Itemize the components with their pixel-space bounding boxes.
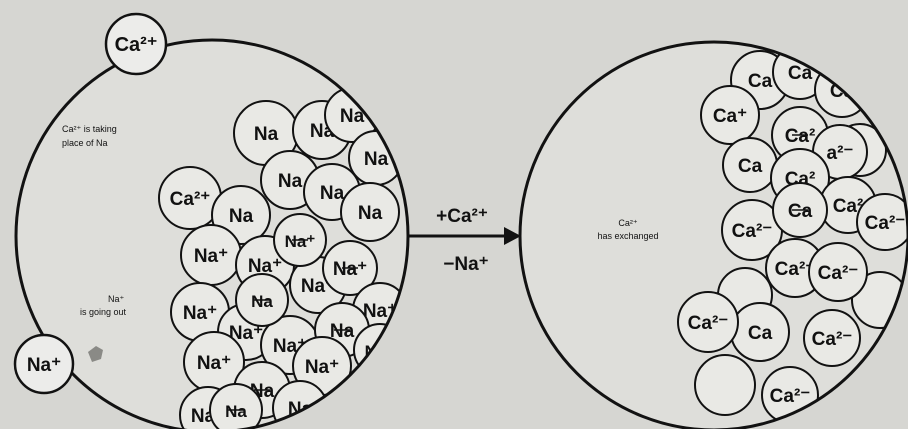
annotation-exchanged-line-2: has exchanged bbox=[597, 231, 658, 241]
left-ion-label: Ca²⁺ bbox=[170, 189, 211, 210]
right-filler-sphere bbox=[695, 355, 755, 415]
left-ion-label: Na⁺ bbox=[183, 303, 217, 324]
left-ion-label: Na⁺ bbox=[194, 246, 228, 267]
arrow-label-remove-sodium: −Na⁺ bbox=[443, 254, 488, 275]
left-ion-label: Na bbox=[225, 402, 247, 421]
outgoing-sodium-label: Na⁺ bbox=[27, 355, 61, 376]
right-ion-label: Ca²⁻ bbox=[688, 313, 729, 334]
left-ion: Na bbox=[349, 131, 403, 185]
left-ion: Na⁺ bbox=[181, 225, 241, 285]
left-ion-label: Na⁺ bbox=[197, 353, 231, 374]
annotation-taking-line-2: place of Na bbox=[62, 138, 108, 148]
arrow-label-add-calcium: +Ca²⁺ bbox=[436, 206, 488, 227]
left-ion: Na bbox=[210, 384, 262, 429]
left-ion-label: Na bbox=[320, 183, 345, 204]
left-ion-label: Na⁺ bbox=[333, 259, 367, 280]
annotation-going-out-line-1: Na⁺ bbox=[108, 294, 125, 304]
right-ion: Ca bbox=[723, 138, 777, 192]
left-ion-sphere bbox=[354, 324, 406, 376]
right-ion-label: Ca bbox=[788, 201, 813, 222]
left-ion: Na bbox=[236, 274, 288, 326]
left-ion: Na bbox=[273, 381, 327, 429]
right-ion: Ca²⁻ bbox=[678, 292, 738, 352]
left-ion: Na⁺ bbox=[346, 366, 398, 418]
left-ion-label: Na bbox=[278, 171, 303, 192]
right-ion-label: a²⁻ bbox=[827, 143, 854, 164]
right-ion-label: Ca bbox=[748, 323, 773, 344]
right-ion: Ca²⁻ bbox=[857, 194, 908, 250]
right-ion-label: Ca²⁻ bbox=[732, 221, 773, 242]
right-filler-sphere bbox=[853, 358, 907, 412]
right-ion-label: Ca²⁻ bbox=[818, 263, 859, 284]
left-ion: Na⁺ bbox=[354, 324, 406, 376]
left-ion: Na bbox=[341, 183, 399, 241]
right-ion-label: Ca⁺ bbox=[713, 106, 747, 127]
incoming-calcium-ion: Ca²⁺ bbox=[106, 14, 166, 74]
right-ion: Ca²⁻ bbox=[809, 243, 867, 301]
right-ion-label: Ca bbox=[748, 71, 773, 92]
right-ion-label: Ca²⁻ bbox=[865, 213, 906, 234]
left-ion-label: Na bbox=[358, 203, 383, 224]
left-ion-label: Na bbox=[254, 124, 279, 145]
left-ion: Na⁺ bbox=[274, 214, 326, 266]
right-ion: Ca²⁻ bbox=[804, 310, 860, 366]
annotation-exchanged-line-1: Ca²⁺ bbox=[618, 218, 638, 228]
right-ion: Ca bbox=[731, 303, 789, 361]
left-ion-label: Na⁺ bbox=[305, 357, 339, 378]
right-ion-label: Ca²⁻ bbox=[770, 386, 811, 407]
left-ion-label: Na⁺ bbox=[357, 384, 388, 403]
right-ion-label: Ca² bbox=[785, 126, 816, 147]
annotation-taking-line-1: Ca²⁺ is taking bbox=[62, 124, 117, 134]
left-ion-label: Na bbox=[364, 149, 389, 170]
left-ion-label: Na bbox=[229, 206, 254, 227]
incoming-calcium-label: Ca²⁺ bbox=[115, 34, 158, 56]
right-ion: Ca bbox=[773, 183, 827, 237]
annotation-going-out-line-2: is going out bbox=[80, 307, 127, 317]
right-ion-label: Ca²⁻ bbox=[812, 329, 853, 350]
left-ion-sphere bbox=[346, 366, 398, 418]
exchange-arrow: +Ca²⁺ −Na⁺ bbox=[408, 206, 521, 275]
left-ion-label: Na bbox=[251, 292, 273, 311]
right-ion-label: Ca bbox=[738, 156, 763, 177]
left-ion-label: Na⁺ bbox=[285, 232, 316, 251]
outgoing-sodium-ion: Na⁺ bbox=[15, 335, 73, 393]
right-ion: Ca⁺ bbox=[701, 86, 759, 144]
arrow-head bbox=[504, 227, 521, 245]
